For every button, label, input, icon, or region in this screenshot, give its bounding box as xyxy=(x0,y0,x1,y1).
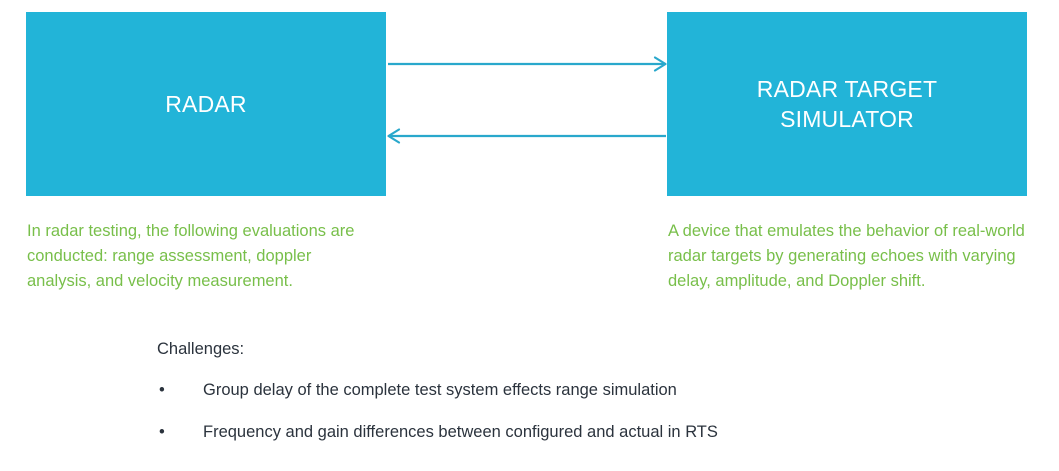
list-item: • Group delay of the complete test syste… xyxy=(157,378,957,402)
list-item: • Frequency and gain differences between… xyxy=(157,420,957,444)
challenges-title: Challenges: xyxy=(157,340,245,358)
challenges-section: Challenges: • Group delay of the complet… xyxy=(157,337,957,462)
radar-target-simulator-box-label: RADAR TARGET SIMULATOR xyxy=(756,76,938,132)
arrow-rts-to-radar-icon xyxy=(387,128,666,144)
radar-box: RADAR xyxy=(26,12,386,196)
list-item-label: Group delay of the complete test system … xyxy=(203,381,677,399)
bullet-point-icon: • xyxy=(159,381,165,399)
radar-target-simulator-box: RADAR TARGET SIMULATOR xyxy=(667,12,1027,196)
radar-target-simulator-description: A device that emulates the behavior of r… xyxy=(668,222,1025,290)
radar-description: In radar testing, the following evaluati… xyxy=(27,222,355,290)
radar-box-label: RADAR xyxy=(165,91,247,117)
list-item-label: Frequency and gain differences between c… xyxy=(203,423,718,441)
challenges-list: • Group delay of the complete test syste… xyxy=(157,378,957,444)
arrow-radar-to-rts-icon xyxy=(388,56,667,72)
bullet-point-icon: • xyxy=(159,423,165,441)
